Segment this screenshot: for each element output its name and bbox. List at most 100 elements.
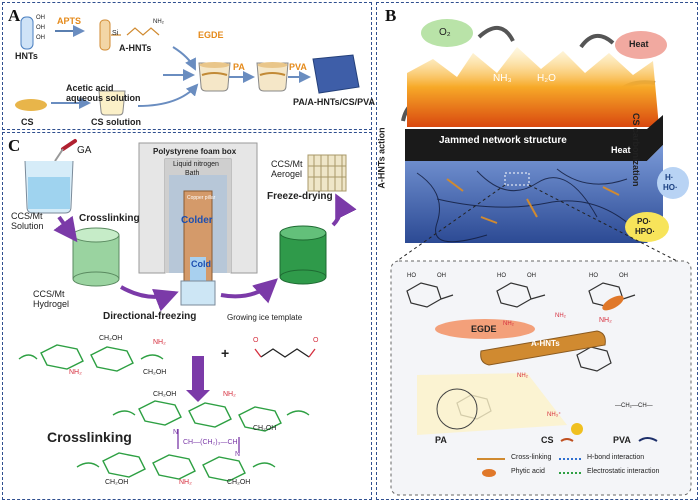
- colder-label: Colder: [181, 215, 213, 226]
- ccs-solution-label-2: Solution: [11, 221, 44, 231]
- aerogel-icon: [307, 154, 347, 192]
- product-label: PA/A-HNTs/CS/PVA: [293, 97, 376, 107]
- apts-label: APTS: [57, 16, 82, 26]
- cs-powder-icon: [15, 99, 47, 111]
- pa-label: PA: [233, 62, 245, 72]
- directional-label: Directional-freezing: [103, 311, 197, 322]
- ahnts-zoom-label: A-HNTs: [531, 339, 560, 348]
- o2-label: O₂: [439, 27, 451, 38]
- panel-a-label: A: [8, 6, 21, 25]
- cs-legend-label: CS: [541, 435, 554, 445]
- network-block-icon: [405, 145, 663, 243]
- ahnts-label: A-HNTs: [119, 43, 152, 53]
- nh3plus-label: NH₃⁺: [547, 412, 562, 418]
- h-ho-radical-icon: [657, 167, 689, 199]
- prod-n-2: N: [235, 451, 241, 458]
- panel-c: C: [2, 132, 372, 500]
- plus-sign: +: [221, 345, 230, 361]
- cs-label: CS: [21, 117, 34, 127]
- ccs-hydrogel-label-1: CCS/Mt: [33, 289, 65, 299]
- zoom-ho-3: HO: [589, 273, 598, 279]
- hpo-radical-label: HPO·: [635, 227, 655, 236]
- egde-zoom-label: EGDE: [471, 324, 497, 334]
- ln2-label-2: Bath: [185, 170, 200, 177]
- phytic-dot-icon: [571, 423, 583, 435]
- zoom-oh-1: OH: [437, 273, 446, 279]
- growing-label: Growing ice template: [227, 313, 303, 322]
- hnts-oh-2: OH: [36, 25, 45, 31]
- aerogel-label-2: Aerogel: [271, 169, 303, 179]
- prod-nh2-1: NH₂: [223, 391, 236, 398]
- crosslinked-chain-top: [112, 400, 310, 432]
- zoom-panel: [390, 260, 692, 496]
- o2-arrow-icon: [477, 26, 515, 42]
- hnts-label: HNTs: [15, 51, 38, 61]
- foam-box-icon: [138, 142, 258, 274]
- ga-o-right: O: [313, 337, 319, 344]
- hnts-oh-1: OH: [36, 15, 45, 21]
- po-hpo-radical-icon: [625, 212, 669, 242]
- cs-carbonization-label: CS carbonization: [631, 113, 641, 187]
- legend-phytic: Phytic acid: [511, 468, 545, 475]
- pva-legend-label: PVA: [613, 435, 631, 445]
- zoom-oh-3: OH: [619, 273, 628, 279]
- mono-ch2oh-1: CH₂OH: [99, 335, 123, 342]
- ch-chain-label: —CH₂—CH—: [615, 403, 653, 409]
- o2-bubble-icon: [421, 19, 473, 47]
- prod-ch2oh-1: CH₂OH: [153, 391, 177, 398]
- h2o-label: H₂O: [537, 73, 556, 84]
- zoom-box-icon: [504, 172, 530, 186]
- crosslinked-chain-bottom: [76, 452, 276, 482]
- ho-radical-label: HO·: [663, 183, 678, 192]
- flame-icon: [407, 47, 659, 127]
- zoom-oh-2: OH: [527, 273, 536, 279]
- h-radical-label: H·: [665, 173, 674, 182]
- ccs-hydrogel-label-2: Hydrogel: [33, 299, 70, 309]
- zoom-nh2-2: NH₂: [555, 313, 566, 319]
- mold-icon: [180, 280, 216, 306]
- product-sheet-icon: [312, 54, 360, 94]
- heat-arrow-icon: [579, 34, 615, 49]
- cold-label: Cold: [191, 259, 211, 269]
- phytic-pill-icon: [602, 295, 624, 311]
- nh2-label: NH₂: [153, 19, 164, 25]
- legend-hbond: H-bond interaction: [587, 454, 645, 461]
- beaker-pa-icon: [256, 62, 289, 92]
- pa-molecule-icon: [436, 388, 478, 430]
- panel-b-graphics: [390, 19, 692, 496]
- ahnts-tube-icon: [99, 19, 111, 51]
- beaker-egde-icon: [198, 62, 231, 92]
- nh3-label: NH₃: [493, 73, 512, 84]
- heat-mid-label: Heat: [611, 145, 631, 155]
- hydrogel-cylinder-icon: [72, 227, 120, 287]
- po-radical-label: PO·: [637, 217, 652, 226]
- heat-bubble-icon: [615, 31, 667, 59]
- prod-n-1: N: [173, 429, 179, 436]
- freeze-drying-label: Freeze-drying: [267, 191, 333, 202]
- char-layer-icon: [405, 115, 663, 161]
- pva-label: PVA: [289, 62, 307, 72]
- reaction-arrow-icon: [186, 356, 210, 402]
- crosslinking-label: Crosslinking: [79, 213, 140, 224]
- crosslinking-big-label: Crosslinking: [47, 429, 132, 445]
- mono-ch2oh-2: CH₂OH: [143, 369, 167, 376]
- cs-solution-beaker-icon: [98, 90, 126, 116]
- ga-o-left: O: [253, 337, 259, 344]
- zoom-ho-2: HO: [497, 273, 506, 279]
- glutaraldehyde-icon: [260, 348, 310, 358]
- si-label: Si: [112, 30, 119, 37]
- prod-nh2-2: NH₂: [179, 479, 192, 486]
- copper-label: Copper pillar: [187, 195, 216, 201]
- hnts-oh-3: OH: [36, 35, 45, 41]
- panel-b: B: [376, 2, 698, 500]
- acetic-label-2: aqueous solution: [66, 93, 141, 103]
- acetic-label-1: Acetic acid: [66, 83, 114, 93]
- zoom-nh2-1: NH₂: [503, 321, 514, 327]
- legend-crosslinking: Cross-linking: [511, 454, 552, 461]
- chitosan-chain-1: [18, 344, 164, 372]
- cs-solution-label: CS solution: [91, 117, 141, 127]
- foam-box-label: Polystyrene foam box: [153, 147, 237, 156]
- zoom-nh2-3: NH₂: [599, 317, 612, 324]
- ccs-solution-label-1: CCS/Mt: [11, 211, 43, 221]
- panel-a-graphics: [15, 16, 360, 116]
